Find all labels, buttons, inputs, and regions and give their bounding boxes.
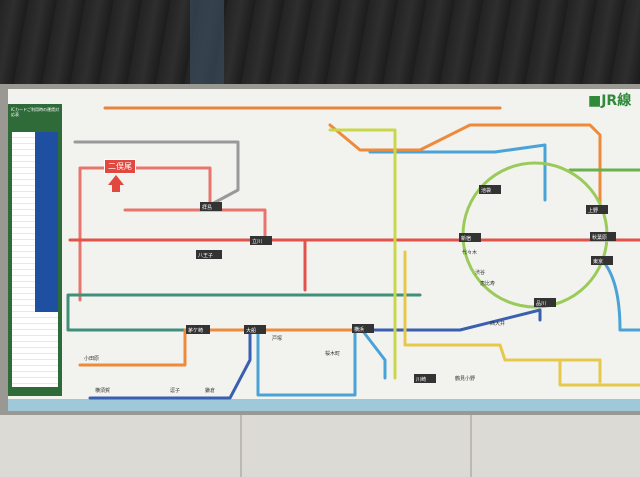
fare-table-body <box>12 132 58 387</box>
station-box-hajima <box>200 202 222 211</box>
station-tachikawa: 立川 <box>252 238 262 245</box>
wall-joint <box>470 415 472 477</box>
line-yokosuka <box>88 308 542 400</box>
line-itsukaichi <box>123 208 267 242</box>
station-ofuna: 大船 <box>246 327 256 334</box>
station-hachioji: 八王子 <box>198 252 213 259</box>
line-ome <box>78 166 212 302</box>
station-shibuya: 渋谷 <box>475 269 485 276</box>
station-box-shinjuku <box>459 233 481 242</box>
station-totsuka: 戸塚 <box>272 335 282 342</box>
station-kurihama: 横須賀 <box>95 387 110 394</box>
station-chigasaki: 茅ケ崎 <box>188 327 203 334</box>
station-box-ikebukuro <box>479 185 501 194</box>
station-shinagawa: 品川 <box>536 301 546 307</box>
wall <box>0 415 640 477</box>
current-location-arrow-stem <box>112 184 120 192</box>
ceiling-beam <box>190 0 224 90</box>
line-sagami <box>66 293 422 332</box>
station-box-chigasaki <box>186 325 210 334</box>
station-box-shinagawa <box>534 298 556 307</box>
line-hachiko <box>73 140 240 207</box>
fare-table-column <box>35 132 58 312</box>
line-nambu <box>328 128 397 380</box>
station-box-tokyo <box>591 256 613 265</box>
station-zushi: 逗子 <box>170 387 180 394</box>
line-negishi <box>256 328 387 397</box>
line-musashino <box>403 250 640 387</box>
station-sakuragicho: 桜木町 <box>325 350 340 357</box>
ceiling <box>0 0 640 88</box>
station-shinjuku: 新宿 <box>461 235 471 242</box>
station-tokyo: 東京 <box>593 258 603 265</box>
station-box-ofuna <box>244 325 266 334</box>
station-box-tachikawa <box>250 236 272 245</box>
station-tsurumi: 鶴見小野 <box>455 375 475 382</box>
current-location-arrow-icon <box>108 175 124 185</box>
station-kawasaki: 川崎 <box>416 376 426 383</box>
sea-strip <box>8 399 640 411</box>
station-ueno: 上野 <box>588 207 598 214</box>
station-box-yokohama <box>352 324 374 333</box>
fare-table: ICカードご利用時の運賃対応表 <box>8 104 62 396</box>
station-yokohama: 横浜 <box>354 326 364 333</box>
station-box-ueno <box>586 205 608 214</box>
fare-table-title: ICカードご利用時の運賃対応表 <box>11 107 59 117</box>
station-yoyogi: 代々木 <box>462 249 477 256</box>
station-odawara-direction: 小田原 <box>84 355 99 362</box>
wall-joint <box>240 415 242 477</box>
line-tokaido <box>78 328 392 367</box>
line-keiyo <box>558 358 602 384</box>
station-ikebukuro: 池袋 <box>481 187 491 194</box>
station-box-hachioji <box>196 250 222 259</box>
current-station-label: 二俣尾 <box>104 159 136 174</box>
station-kamakura: 鎌倉 <box>205 387 215 394</box>
station-akihabara: 秋葉原 <box>592 234 607 241</box>
station-box-akihabara <box>590 232 616 241</box>
station-box-kawasaki <box>414 374 436 383</box>
jr-logo: ■JR線 <box>588 93 632 109</box>
station-hajima: 拝島 <box>202 204 212 211</box>
line-saikyo <box>268 238 307 292</box>
station-ebisu: 恵比寿 <box>480 280 495 287</box>
line-tohoku <box>328 123 602 212</box>
station-nishioi: 西大井 <box>490 320 505 327</box>
